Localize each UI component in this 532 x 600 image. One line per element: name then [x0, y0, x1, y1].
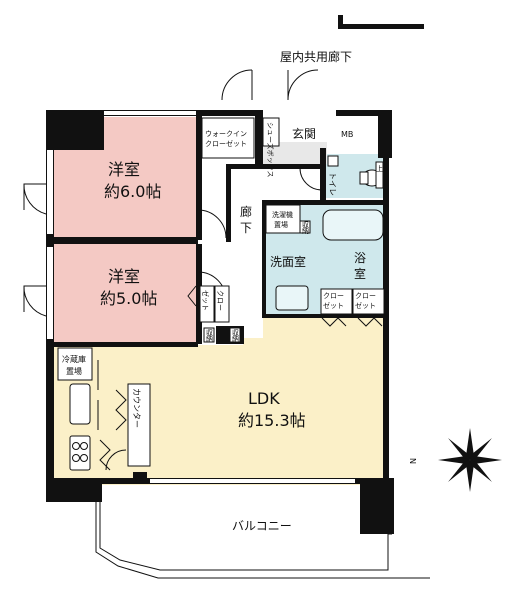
toilet-label: トイレ: [328, 172, 337, 196]
bath-label-1: 浴: [354, 251, 366, 265]
balcony: [95, 484, 430, 579]
storage-small-2-label-2: 納: [232, 334, 239, 343]
walkin-closet-label-2: クローゼット: [205, 139, 247, 148]
mb-label: MB: [341, 130, 353, 139]
closet-a-label-2: ゼット: [323, 301, 344, 310]
closet-b-label-1: クロー: [355, 292, 376, 300]
storage-small-label-2: 納: [206, 334, 213, 343]
counter-label: カウンター: [132, 388, 141, 428]
corridor-label: 屋内共用廊下: [280, 49, 352, 64]
ldk-size: 約15.3帖: [238, 411, 306, 430]
shoes-box-label: シューズボックス: [266, 122, 275, 177]
closet-d-label-1: クロー: [216, 290, 224, 311]
walkin-closet-label-1: ウォークイン: [205, 130, 247, 138]
storage-small-2-label-1: 収: [232, 329, 239, 337]
window-top: [104, 111, 196, 115]
top-marker: [338, 15, 424, 29]
toilet-shelf-label: 上: [376, 164, 383, 173]
western-room-1-size: 約6.0帖: [104, 182, 161, 201]
closet-c-label-1: ゼット: [201, 290, 210, 311]
linen-label-1: 収: [302, 221, 309, 229]
closet-boxes: [57, 117, 385, 467]
window-left-2: [47, 247, 53, 339]
entrance-floor: [263, 142, 327, 164]
western-room-2-size: 約5.0帖: [100, 289, 157, 308]
north-label: N: [408, 458, 417, 464]
storage-small-label-1: 収: [206, 329, 213, 337]
western-room-2-fill: [52, 244, 198, 343]
fridge-label-1: 冷蔵庫: [62, 354, 86, 364]
linen-label-2: 納: [302, 226, 309, 235]
washroom-label: 洗面室: [270, 254, 306, 269]
hallway-label-2: 下: [240, 221, 252, 235]
washer-area-label-2: 置場: [274, 220, 288, 229]
hallway-label-1: 廊: [240, 204, 252, 219]
fridge-label-2: 置場: [66, 366, 82, 376]
western-room-2-name: 洋室: [108, 267, 140, 286]
fixtures: [69, 155, 384, 471]
ps-label: PS: [135, 475, 144, 483]
washer-area-label-1: 洗濯機: [272, 210, 293, 219]
window-left-1: [47, 150, 53, 234]
ldk-name: LDK: [248, 389, 280, 408]
compass-icon: [438, 428, 502, 492]
closet-b-label-2: ゼット: [355, 301, 376, 310]
balcony-label: バルコニー: [232, 519, 292, 533]
closet-a-label-1: クロー: [323, 292, 344, 300]
bath-label-2: 室: [354, 266, 366, 281]
window-bottom: [150, 479, 355, 483]
western-room-1-name: 洋室: [108, 160, 140, 179]
entrance-label: 玄関: [292, 126, 316, 141]
